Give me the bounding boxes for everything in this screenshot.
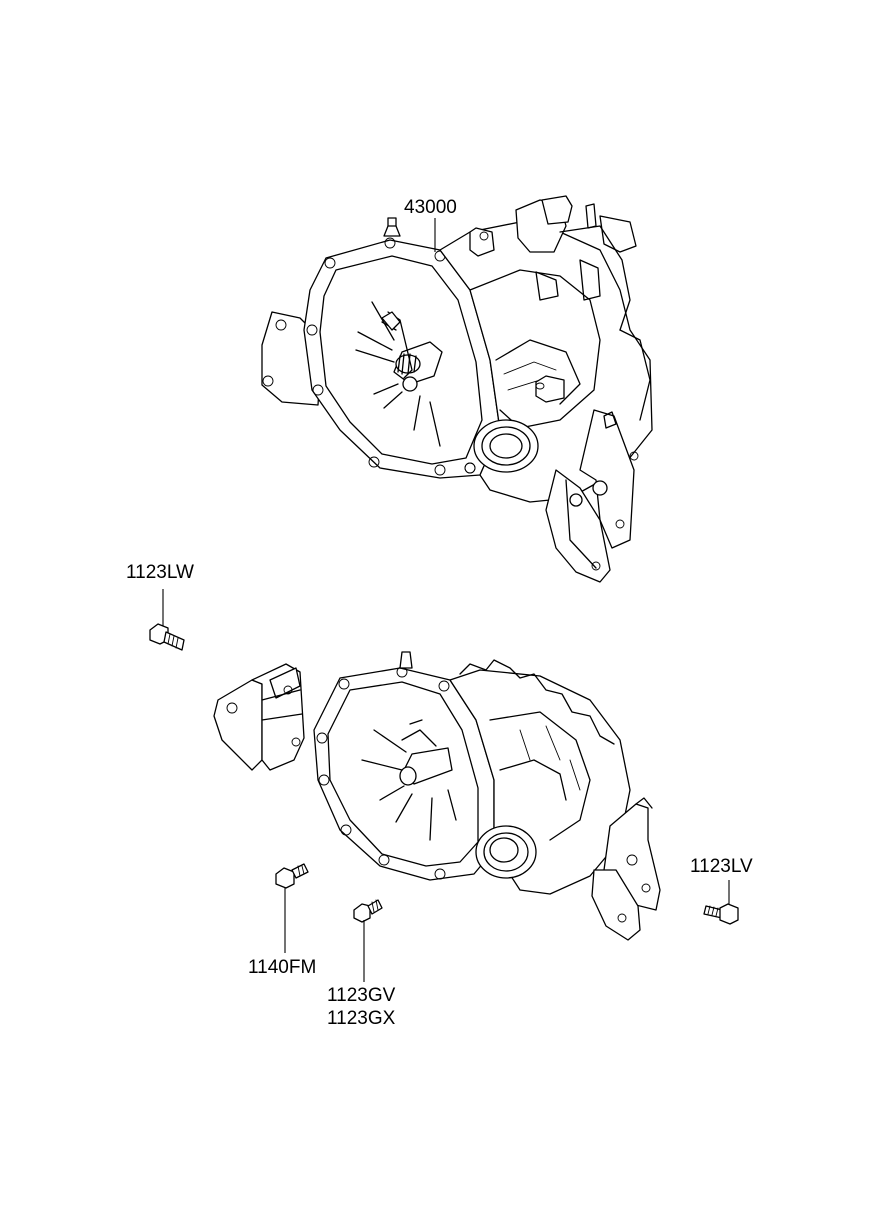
label-1123lw[interactable]: 1123LW [126, 562, 194, 583]
label-1140fm[interactable]: 1140FM [248, 957, 317, 978]
label-43000[interactable]: 43000 [404, 197, 457, 218]
bolt-1123lw[interactable] [149, 589, 185, 651]
transaxle-assembly-upper[interactable] [261, 195, 653, 583]
bolt-1140fm[interactable] [275, 863, 309, 953]
label-1123lv[interactable]: 1123LV [690, 856, 753, 877]
transaxle-lower[interactable] [213, 651, 661, 941]
bolt-1123lv[interactable] [703, 880, 739, 925]
label-1123gx[interactable]: 1123GX [327, 1008, 396, 1029]
label-1123gv[interactable]: 1123GV [327, 985, 396, 1006]
bolt-1123gv[interactable] [353, 899, 383, 982]
